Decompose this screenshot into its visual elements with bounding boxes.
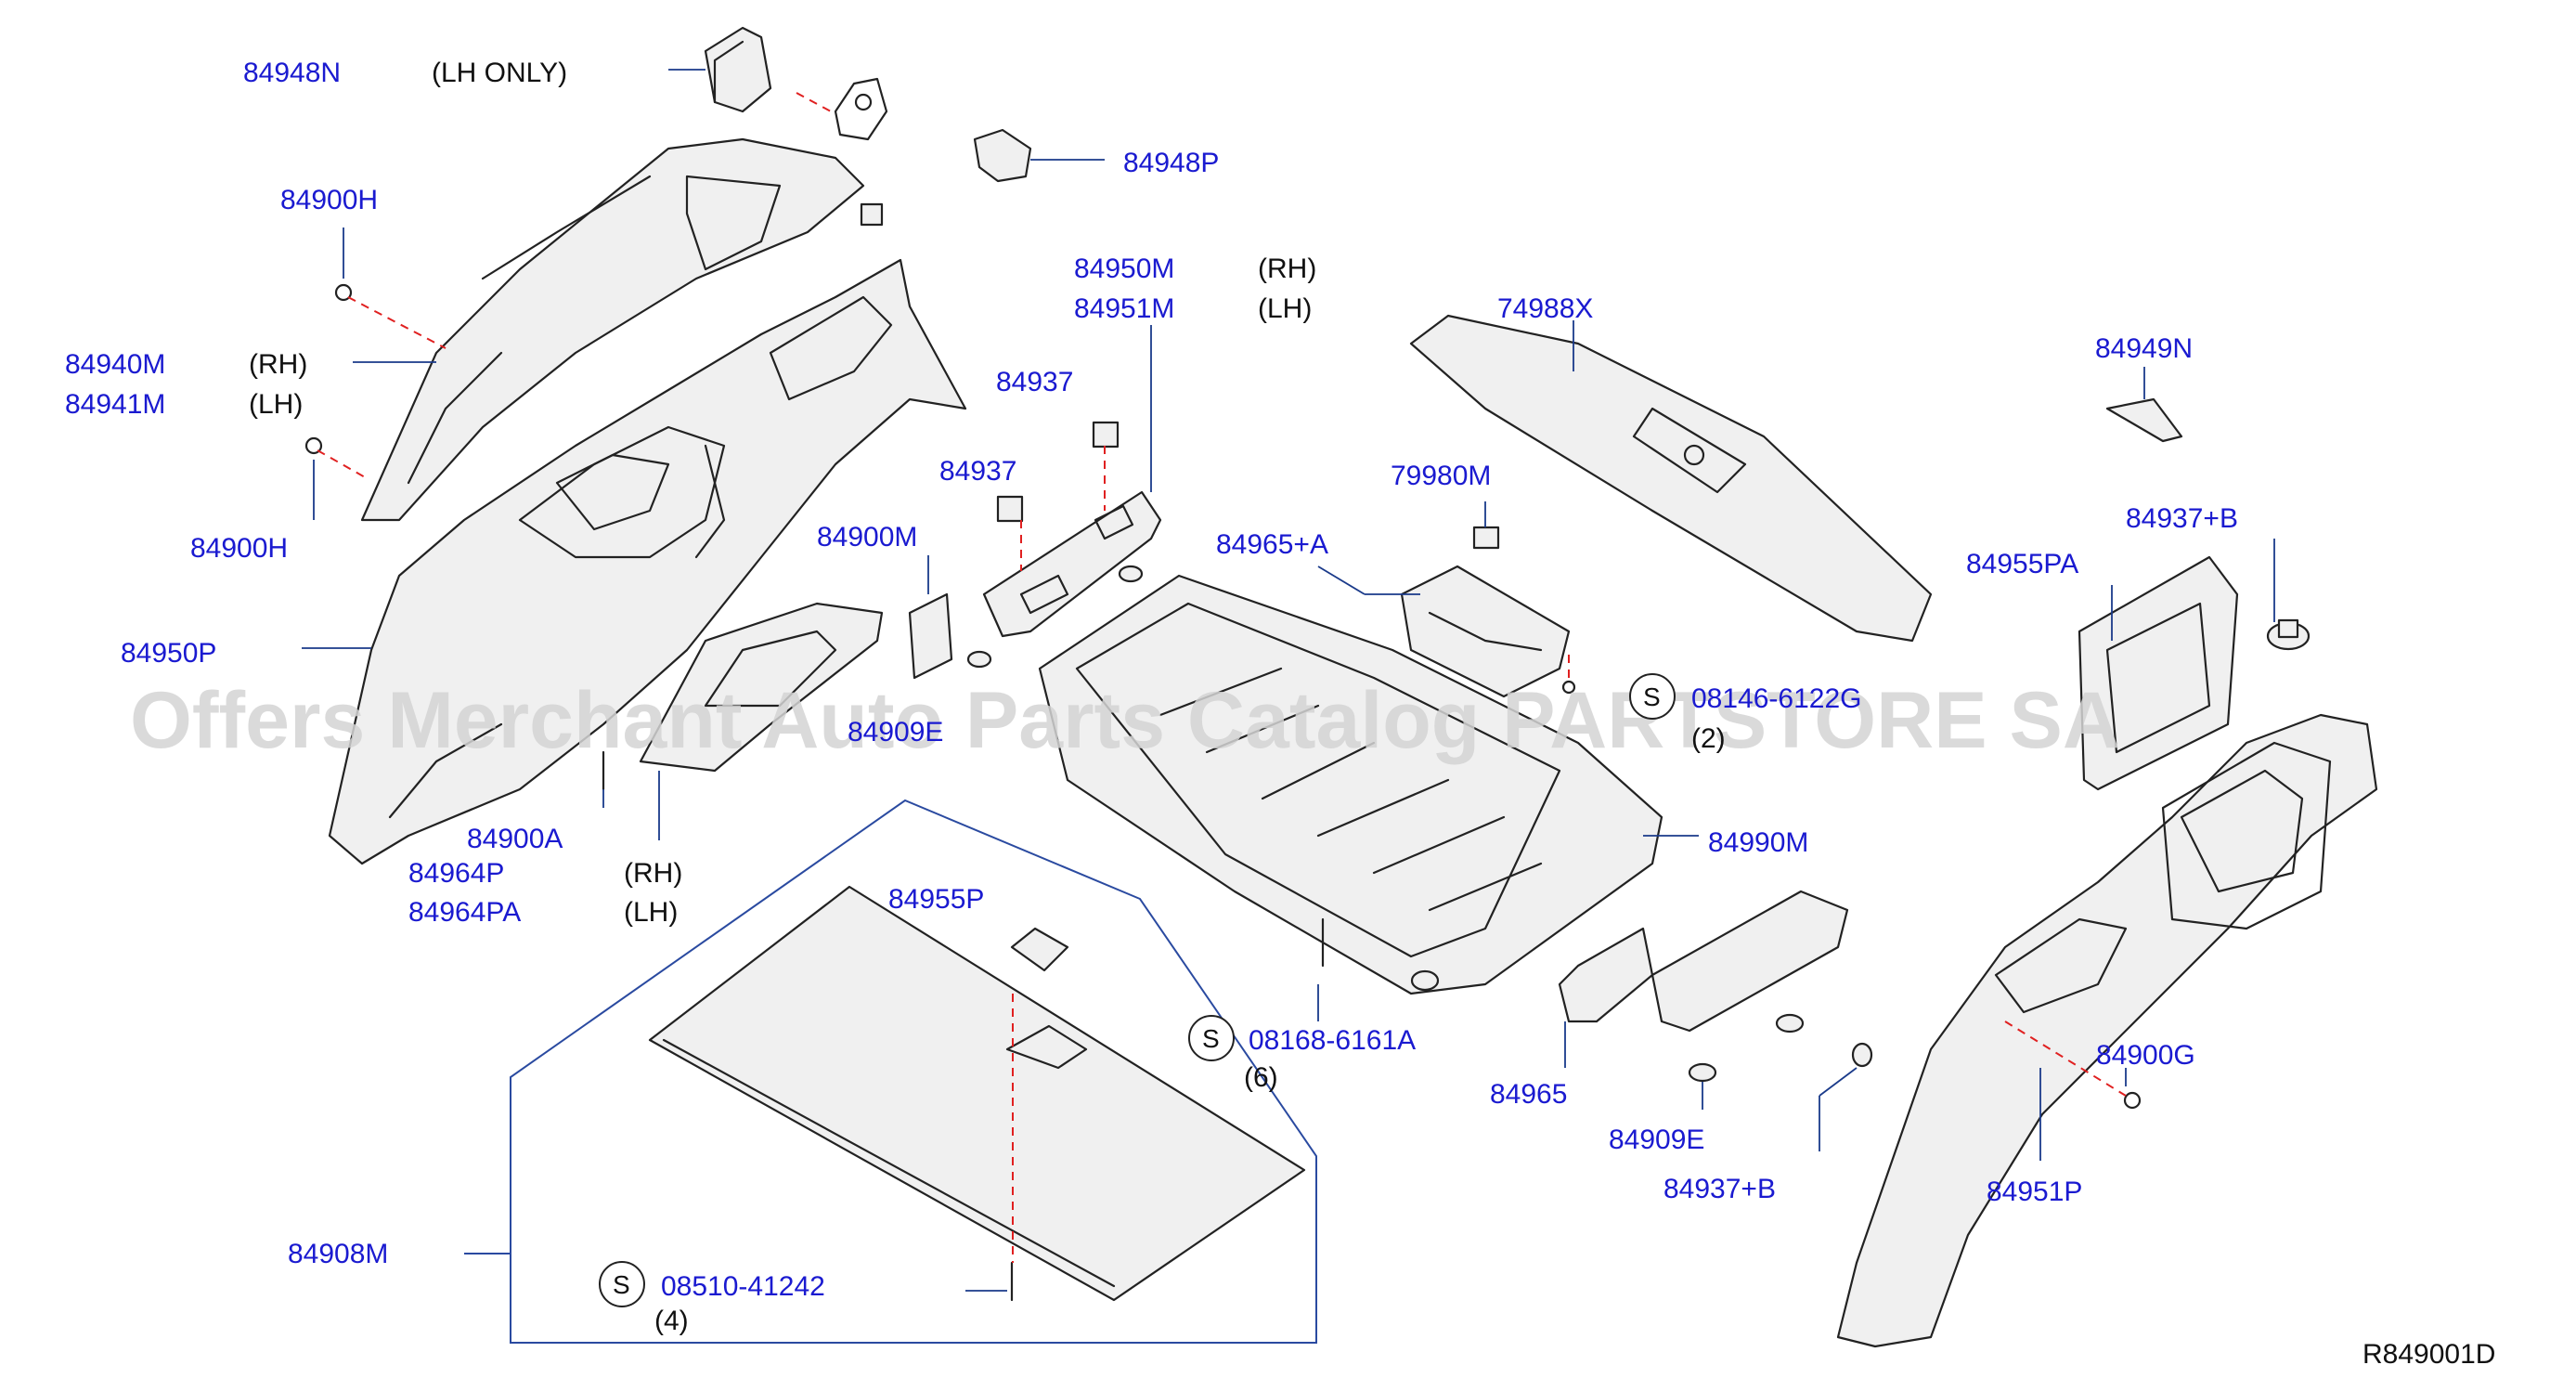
diagram-code: R849001D (2362, 1339, 2495, 1370)
part-84908M-cargo-cover (648, 885, 1306, 1302)
note-84940M: (RH) (249, 349, 307, 380)
part-screws (304, 283, 2142, 1302)
label-84964PA[interactable]: 84964PA (408, 897, 521, 928)
label-74988X[interactable]: 74988X (1497, 293, 1593, 324)
part-84900M-plate (908, 592, 953, 680)
note-84951M: (LH) (1258, 293, 1312, 324)
note-84948N: (LH ONLY) (432, 58, 567, 88)
note-84964P: (RH) (624, 858, 682, 889)
label-84949N[interactable]: 84949N (2095, 333, 2193, 364)
label-84909E-left[interactable]: 84909E (848, 717, 943, 748)
label-08146-6122G[interactable]: 08146-6122G (1691, 683, 1862, 714)
label-84900A[interactable]: 84900A (467, 824, 563, 854)
screw-symbol-text: S (1202, 1024, 1220, 1053)
label-84937B-lower[interactable]: 84937+B (1663, 1174, 1776, 1204)
part-84950P-side-trim (328, 258, 967, 865)
label-08168-6161A[interactable]: 08168-6161A (1249, 1025, 1416, 1056)
part-84965A-bracket (1400, 526, 1571, 698)
part-74988X-sill (1409, 314, 1933, 643)
part-84949N-clip (2105, 397, 2183, 443)
label-84900H-top[interactable]: 84900H (280, 185, 378, 215)
label-84948N[interactable]: 84948N (243, 58, 341, 88)
part-84937B-grommet (2266, 618, 2311, 651)
part-84951P-side-trim (1836, 713, 2378, 1348)
part-84964P-trim (639, 602, 884, 773)
screw-symbol-text: S (1643, 682, 1661, 711)
label-84951P[interactable]: 84951P (1987, 1176, 2082, 1207)
label-84964P[interactable]: 84964P (408, 858, 504, 889)
label-84900H-bottom[interactable]: 84900H (190, 533, 288, 564)
watermark-text: Offers Merchant Auto Parts Catalog PARTS… (130, 676, 2120, 765)
label-08510-41242[interactable]: 08510-41242 (661, 1271, 825, 1302)
part-84948N-bracket (704, 26, 888, 141)
part-84965-bracket (1558, 890, 1849, 1033)
screw-symbol-text: S (613, 1270, 630, 1299)
note-08146-6122G: (2) (1691, 723, 1726, 754)
label-84941M[interactable]: 84941M (65, 389, 165, 420)
label-84990M[interactable]: 84990M (1708, 827, 1808, 858)
label-84955PA[interactable]: 84955PA (1966, 549, 2078, 579)
note-08168-6161A: (6) (1244, 1062, 1278, 1093)
note-84964PA: (LH) (624, 897, 678, 928)
label-84900G[interactable]: 84900G (2096, 1040, 2195, 1071)
label-84900M[interactable]: 84900M (817, 522, 917, 552)
note-84941M: (LH) (249, 389, 303, 420)
part-84940M-upper-trim (360, 137, 884, 522)
label-84951M[interactable]: 84951M (1074, 293, 1174, 324)
label-84965A[interactable]: 84965+A (1216, 529, 1328, 560)
label-84950P[interactable]: 84950P (121, 638, 216, 669)
part-84990M-floor-tray (1038, 574, 1663, 995)
label-84909E-right[interactable]: 84909E (1609, 1124, 1704, 1155)
label-84940M[interactable]: 84940M (65, 349, 165, 380)
label-84937-lower[interactable]: 84937 (939, 456, 1016, 487)
leader-lines (302, 69, 2275, 1292)
screw-symbol-08168: S (1188, 1015, 1235, 1061)
screw-symbol-08146: S (1629, 673, 1676, 720)
label-84908M[interactable]: 84908M (288, 1239, 388, 1269)
note-08510-41242: (4) (654, 1306, 689, 1336)
part-84950M-bracket (982, 421, 1162, 638)
assembly-dash-lines (317, 92, 2127, 1263)
label-84937-upper[interactable]: 84937 (996, 367, 1073, 397)
note-84950M: (RH) (1258, 254, 1316, 284)
label-84948P[interactable]: 84948P (1123, 148, 1219, 178)
label-84955P[interactable]: 84955P (888, 884, 984, 915)
part-84955PA-grille (2078, 555, 2239, 791)
part-washers (966, 565, 1873, 1083)
screw-symbol-08510: S (599, 1261, 645, 1307)
label-84937B-upper[interactable]: 84937+B (2126, 503, 2238, 534)
label-79980M[interactable]: 79980M (1391, 461, 1491, 491)
part-84948P-clip (973, 128, 1032, 183)
label-84965[interactable]: 84965 (1490, 1079, 1567, 1110)
label-84950M[interactable]: 84950M (1074, 254, 1174, 284)
